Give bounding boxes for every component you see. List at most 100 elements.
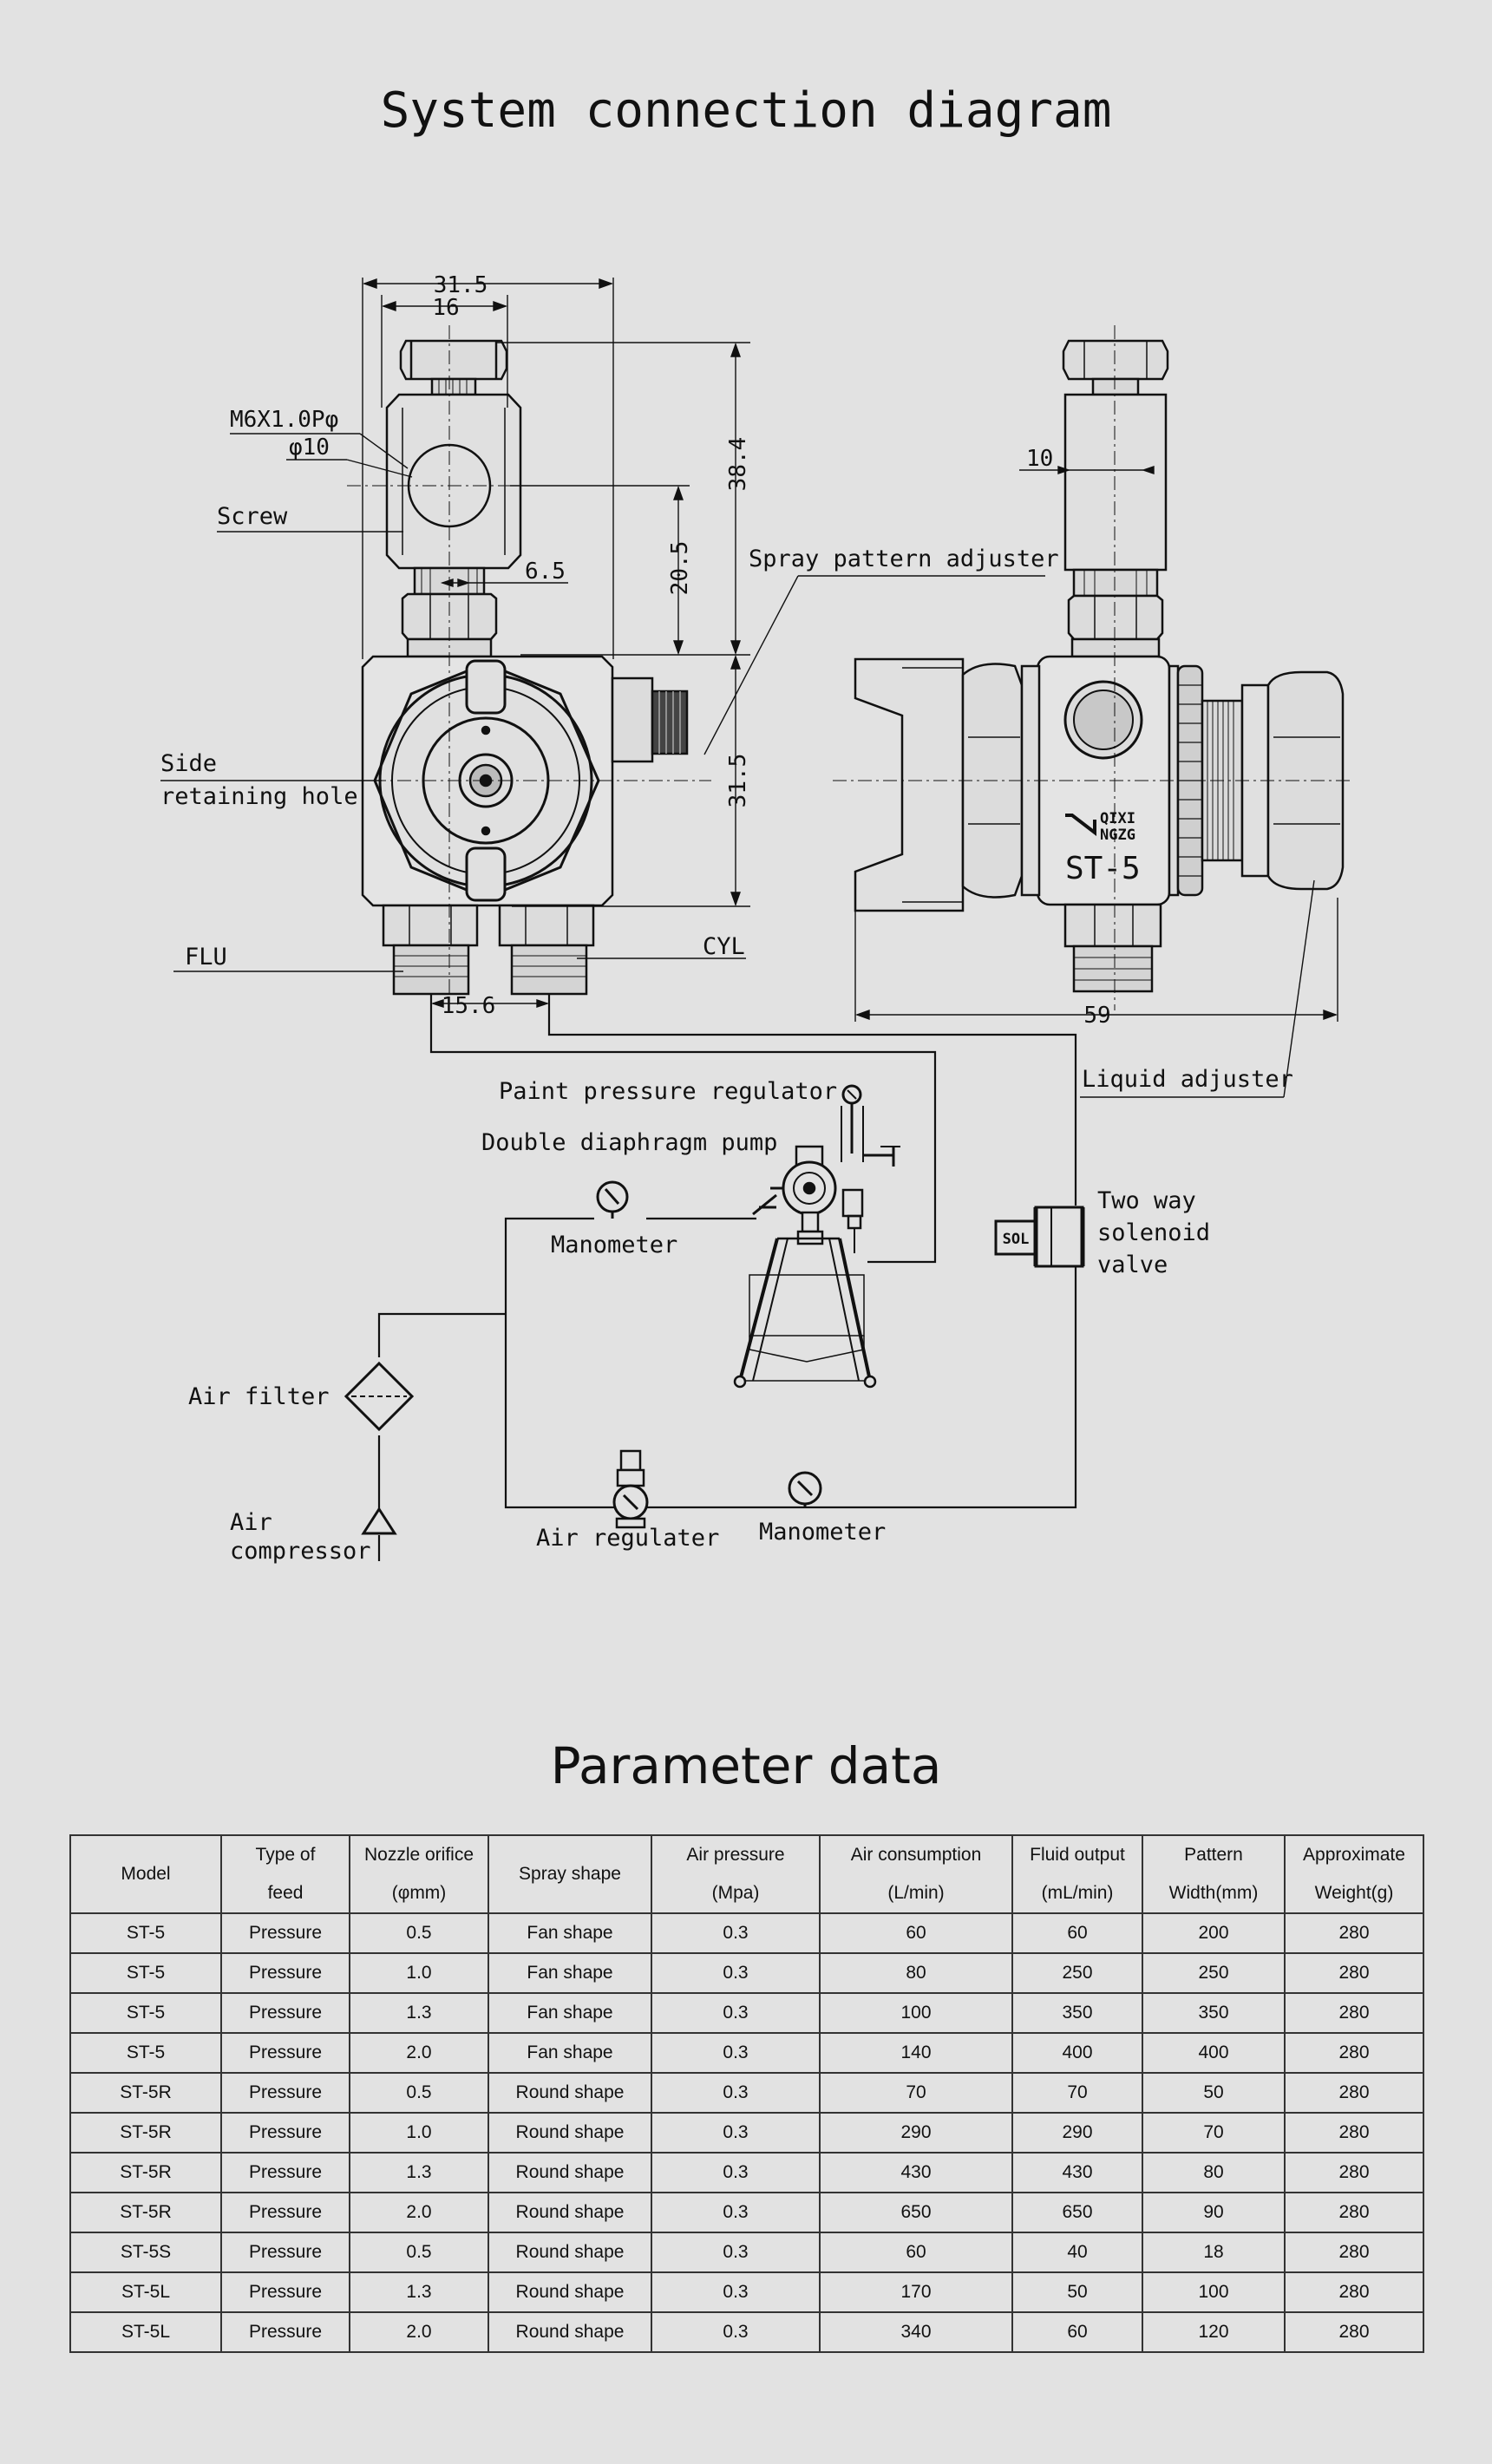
label-paint-pressure-regulator: Paint pressure regulator bbox=[499, 1078, 837, 1105]
table-cell: 0.3 bbox=[651, 1992, 821, 2034]
diaphragm-pump bbox=[752, 1084, 900, 1253]
label-manometer-top: Manometer bbox=[551, 1232, 677, 1258]
table-cell: 350 bbox=[1011, 1992, 1143, 2034]
table-cell: Round shape bbox=[488, 2152, 652, 2193]
model-mark: ST-5 bbox=[1065, 851, 1141, 886]
table-cell: Pressure bbox=[220, 2032, 350, 2074]
label-two-way-2: solenoid bbox=[1097, 1219, 1210, 1246]
column-header-line: (φmm) bbox=[391, 1883, 447, 1903]
table-cell: 0.3 bbox=[651, 2271, 821, 2313]
table-cell: 60 bbox=[1011, 1912, 1143, 1954]
table-cell: 80 bbox=[819, 1952, 1013, 1994]
dimension-59: 59 bbox=[1083, 1003, 1110, 1029]
table-cell: 50 bbox=[1142, 2072, 1286, 2114]
piping-lines bbox=[377, 994, 1077, 1561]
table-cell: ST-5R bbox=[69, 2072, 222, 2114]
label-two-way-1: Two way bbox=[1097, 1187, 1196, 1214]
table-cell: Fan shape bbox=[488, 2032, 652, 2074]
column-header: Spray shape bbox=[488, 1834, 652, 1914]
table-cell: Pressure bbox=[220, 2271, 350, 2313]
table-cell: 70 bbox=[819, 2072, 1013, 2114]
table-cell: Round shape bbox=[488, 2232, 652, 2273]
label-manometer-bottom: Manometer bbox=[759, 1519, 886, 1546]
table-cell: 350 bbox=[1142, 1992, 1286, 2034]
dimension-16: 16 bbox=[432, 295, 459, 321]
table-cell: 2.0 bbox=[349, 2192, 489, 2233]
table-cell: ST-5S bbox=[69, 2232, 222, 2273]
table-cell: 430 bbox=[819, 2152, 1013, 2193]
table-cell: 280 bbox=[1284, 2311, 1424, 2353]
table-cell: 280 bbox=[1284, 1912, 1424, 1954]
table-cell: Fan shape bbox=[488, 1912, 652, 1954]
table-cell: 70 bbox=[1011, 2072, 1143, 2114]
dimension-thread: M6X1.0Pφ bbox=[230, 407, 338, 433]
table-cell: 0.5 bbox=[349, 2072, 489, 2114]
diagram-title: System connection diagram bbox=[380, 82, 1112, 139]
table-cell: 100 bbox=[819, 1992, 1013, 2034]
table-cell: 280 bbox=[1284, 2192, 1424, 2233]
table-cell: ST-5R bbox=[69, 2112, 222, 2154]
table-cell: 70 bbox=[1142, 2112, 1286, 2154]
table-cell: 1.0 bbox=[349, 1952, 489, 1994]
label-air-compressor-1: Air bbox=[230, 1509, 272, 1536]
column-header-line: Type of bbox=[255, 1845, 316, 1865]
air-filter-symbol bbox=[344, 1361, 415, 1432]
table-cell: Pressure bbox=[220, 2112, 350, 2154]
table-cell: 290 bbox=[1011, 2112, 1143, 2154]
label-spray-pattern-adjuster: Spray pattern adjuster bbox=[749, 546, 1059, 572]
side-dimension-values: 10 59 bbox=[1026, 446, 1111, 1029]
label-flu: FLU bbox=[185, 944, 227, 971]
table-cell: Round shape bbox=[488, 2311, 652, 2353]
manometer-gauge-top bbox=[596, 1180, 629, 1219]
table-cell: Pressure bbox=[220, 2192, 350, 2233]
dimension-6-5: 6.5 bbox=[525, 559, 566, 585]
table-cell: Pressure bbox=[220, 2072, 350, 2114]
column-header-line: Approximate bbox=[1303, 1845, 1405, 1865]
table-cell: 0.3 bbox=[651, 1952, 821, 1994]
table-cell: 280 bbox=[1284, 1992, 1424, 2034]
solenoid-valve: SOL bbox=[994, 1206, 1085, 1268]
table-cell: ST-5 bbox=[69, 1992, 222, 2034]
table-cell: 1.3 bbox=[349, 2271, 489, 2313]
column-header-line: Width(mm) bbox=[1168, 1883, 1259, 1903]
dimension-phi10: φ10 bbox=[289, 435, 330, 461]
table-cell: 400 bbox=[1011, 2032, 1143, 2074]
table-cell: Pressure bbox=[220, 2311, 350, 2353]
air-regulator-symbol bbox=[612, 1449, 649, 1529]
table-cell: 280 bbox=[1284, 2152, 1424, 2193]
label-cyl: CYL bbox=[703, 933, 745, 960]
air-compressor-symbol bbox=[361, 1507, 397, 1535]
table-cell: ST-5L bbox=[69, 2311, 222, 2353]
table-cell: 50 bbox=[1011, 2271, 1143, 2313]
paint-tank bbox=[733, 1237, 877, 1389]
table-cell: Pressure bbox=[220, 2152, 350, 2193]
table-cell: 40 bbox=[1011, 2232, 1143, 2273]
table-cell: ST-5 bbox=[69, 1912, 222, 1954]
label-air-compressor-2: compressor bbox=[230, 1538, 371, 1565]
table-cell: Pressure bbox=[220, 1992, 350, 2034]
table-cell: 400 bbox=[1142, 2032, 1286, 2074]
column-header-line: Spray shape bbox=[519, 1864, 621, 1884]
table-cell: 2.0 bbox=[349, 2032, 489, 2074]
table-cell: 170 bbox=[819, 2271, 1013, 2313]
table-cell: 100 bbox=[1142, 2271, 1286, 2313]
table-cell: 0.3 bbox=[651, 2032, 821, 2074]
table-cell: 250 bbox=[1142, 1952, 1286, 1994]
table-cell: 200 bbox=[1142, 1912, 1286, 1954]
column-header: Fluid output(mL/min) bbox=[1011, 1834, 1143, 1914]
table-cell: 2.0 bbox=[349, 2311, 489, 2353]
table-cell: 0.3 bbox=[651, 2072, 821, 2114]
table-cell: 90 bbox=[1142, 2192, 1286, 2233]
table-cell: 280 bbox=[1284, 2112, 1424, 2154]
table-cell: Pressure bbox=[220, 2232, 350, 2273]
table-cell: Round shape bbox=[488, 2271, 652, 2313]
